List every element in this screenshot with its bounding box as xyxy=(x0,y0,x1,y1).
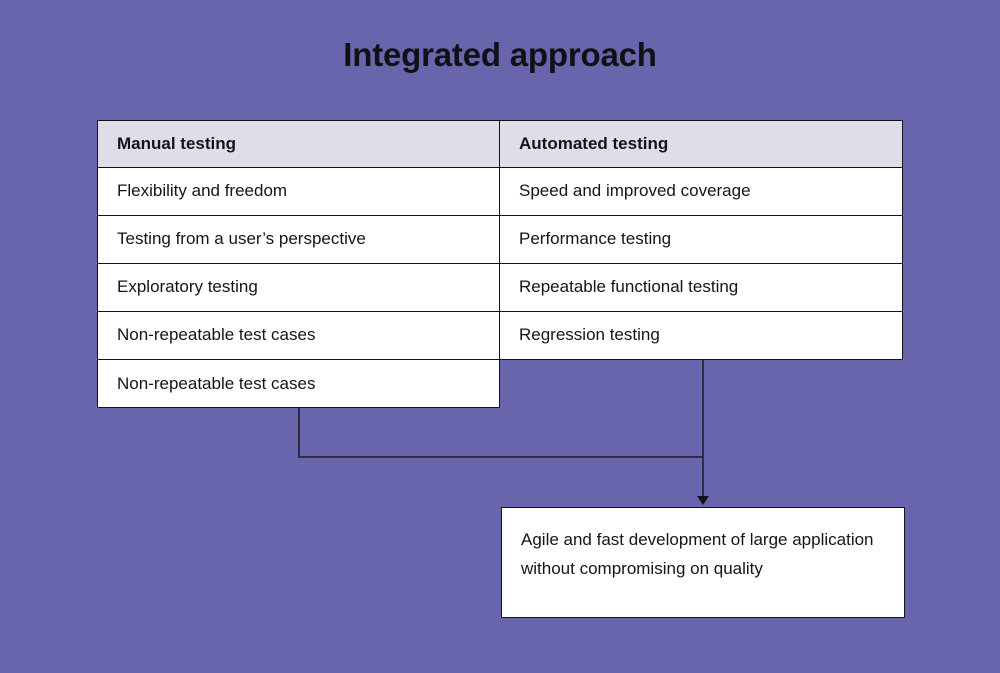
table-row: Flexibility and freedom xyxy=(97,168,500,216)
table-row: Performance testing xyxy=(500,216,903,264)
table-row: Testing from a user’s perspective xyxy=(97,216,500,264)
table-row: Regression testing xyxy=(500,312,903,360)
table-row: Exploratory testing xyxy=(97,264,500,312)
table-column-automated-testing: Automated testing Speed and improved cov… xyxy=(500,120,903,360)
outcome-box: Agile and fast development of large appl… xyxy=(501,507,905,618)
page-title: Integrated approach xyxy=(343,36,657,73)
table-row: Repeatable functional testing xyxy=(500,264,903,312)
table-row: Non-repeatable test cases xyxy=(97,360,500,408)
connector-line-right-vertical xyxy=(702,360,704,503)
connector-line-horizontal xyxy=(298,456,704,458)
table-row: Speed and improved coverage xyxy=(500,168,903,216)
comparison-table: Manual testing Flexibility and freedom T… xyxy=(97,120,903,360)
table-column-manual-testing: Manual testing Flexibility and freedom T… xyxy=(97,120,500,360)
arrow-down-icon xyxy=(697,496,709,505)
table-header-automated-testing: Automated testing xyxy=(500,120,903,168)
connector-line-left-vertical xyxy=(298,408,300,458)
table-row: Non-repeatable test cases xyxy=(97,312,500,360)
table-header-manual-testing: Manual testing xyxy=(97,120,500,168)
